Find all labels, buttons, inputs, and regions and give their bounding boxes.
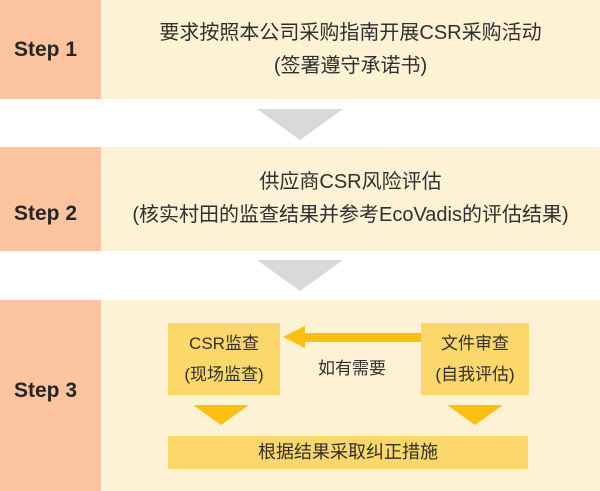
arrow-condition-label: 如有需要 xyxy=(318,359,386,378)
down-arrow-icon xyxy=(447,405,503,425)
step2-text-line1: 供应商CSR风险评估 xyxy=(259,171,442,193)
left-arrow-shaft xyxy=(305,333,421,342)
step2-text-line2: (核实村田的监查结果并参考EcoVadis的评估结果) xyxy=(132,204,569,226)
csr-audit-line1: CSR监查 xyxy=(189,334,259,353)
step2-row: Step 2 供应商CSR风险评估 (核实村田的监查结果并参考EcoVadis的… xyxy=(0,147,600,251)
doc-review-line1: 文件审查 xyxy=(441,334,509,353)
down-arrow-icon xyxy=(193,405,249,425)
corrective-action-box: 根据结果采取纠正措施 xyxy=(168,436,528,469)
left-arrow-icon xyxy=(283,326,305,348)
step2-label: Step 2 xyxy=(0,147,101,251)
step1-content: 要求按照本公司采购指南开展CSR采购活动 (签署遵守承诺书) xyxy=(101,0,600,99)
step3-row: Step 3 CSR监查 (现场监查) 如有需要 文件审查 (自我评估) 根据结… xyxy=(0,300,600,491)
step3-content: CSR监查 (现场监查) 如有需要 文件审查 (自我评估) 根据结果采取纠正措施 xyxy=(101,300,600,491)
step1-text-line2: (签署遵守承诺书) xyxy=(273,54,428,77)
doc-review-box: 文件审查 (自我评估) xyxy=(421,323,529,395)
down-chevron-icon xyxy=(257,260,343,291)
step1-text-line1: 要求按照本公司采购指南开展CSR采购活动 xyxy=(159,21,542,44)
corrective-action-text: 根据结果采取纠正措施 xyxy=(258,442,438,462)
csr-audit-line2: (现场监查) xyxy=(184,365,264,384)
step1-label: Step 1 xyxy=(0,0,101,99)
csr-audit-box: CSR监查 (现场监查) xyxy=(168,323,280,395)
step2-content: 供应商CSR风险评估 (核实村田的监查结果并参考EcoVadis的评估结果) xyxy=(101,147,600,251)
step1-row: Step 1 要求按照本公司采购指南开展CSR采购活动 (签署遵守承诺书) xyxy=(0,0,600,99)
down-chevron-icon xyxy=(257,109,343,140)
step3-label: Step 3 xyxy=(0,300,101,491)
doc-review-line2: (自我评估) xyxy=(435,365,515,384)
